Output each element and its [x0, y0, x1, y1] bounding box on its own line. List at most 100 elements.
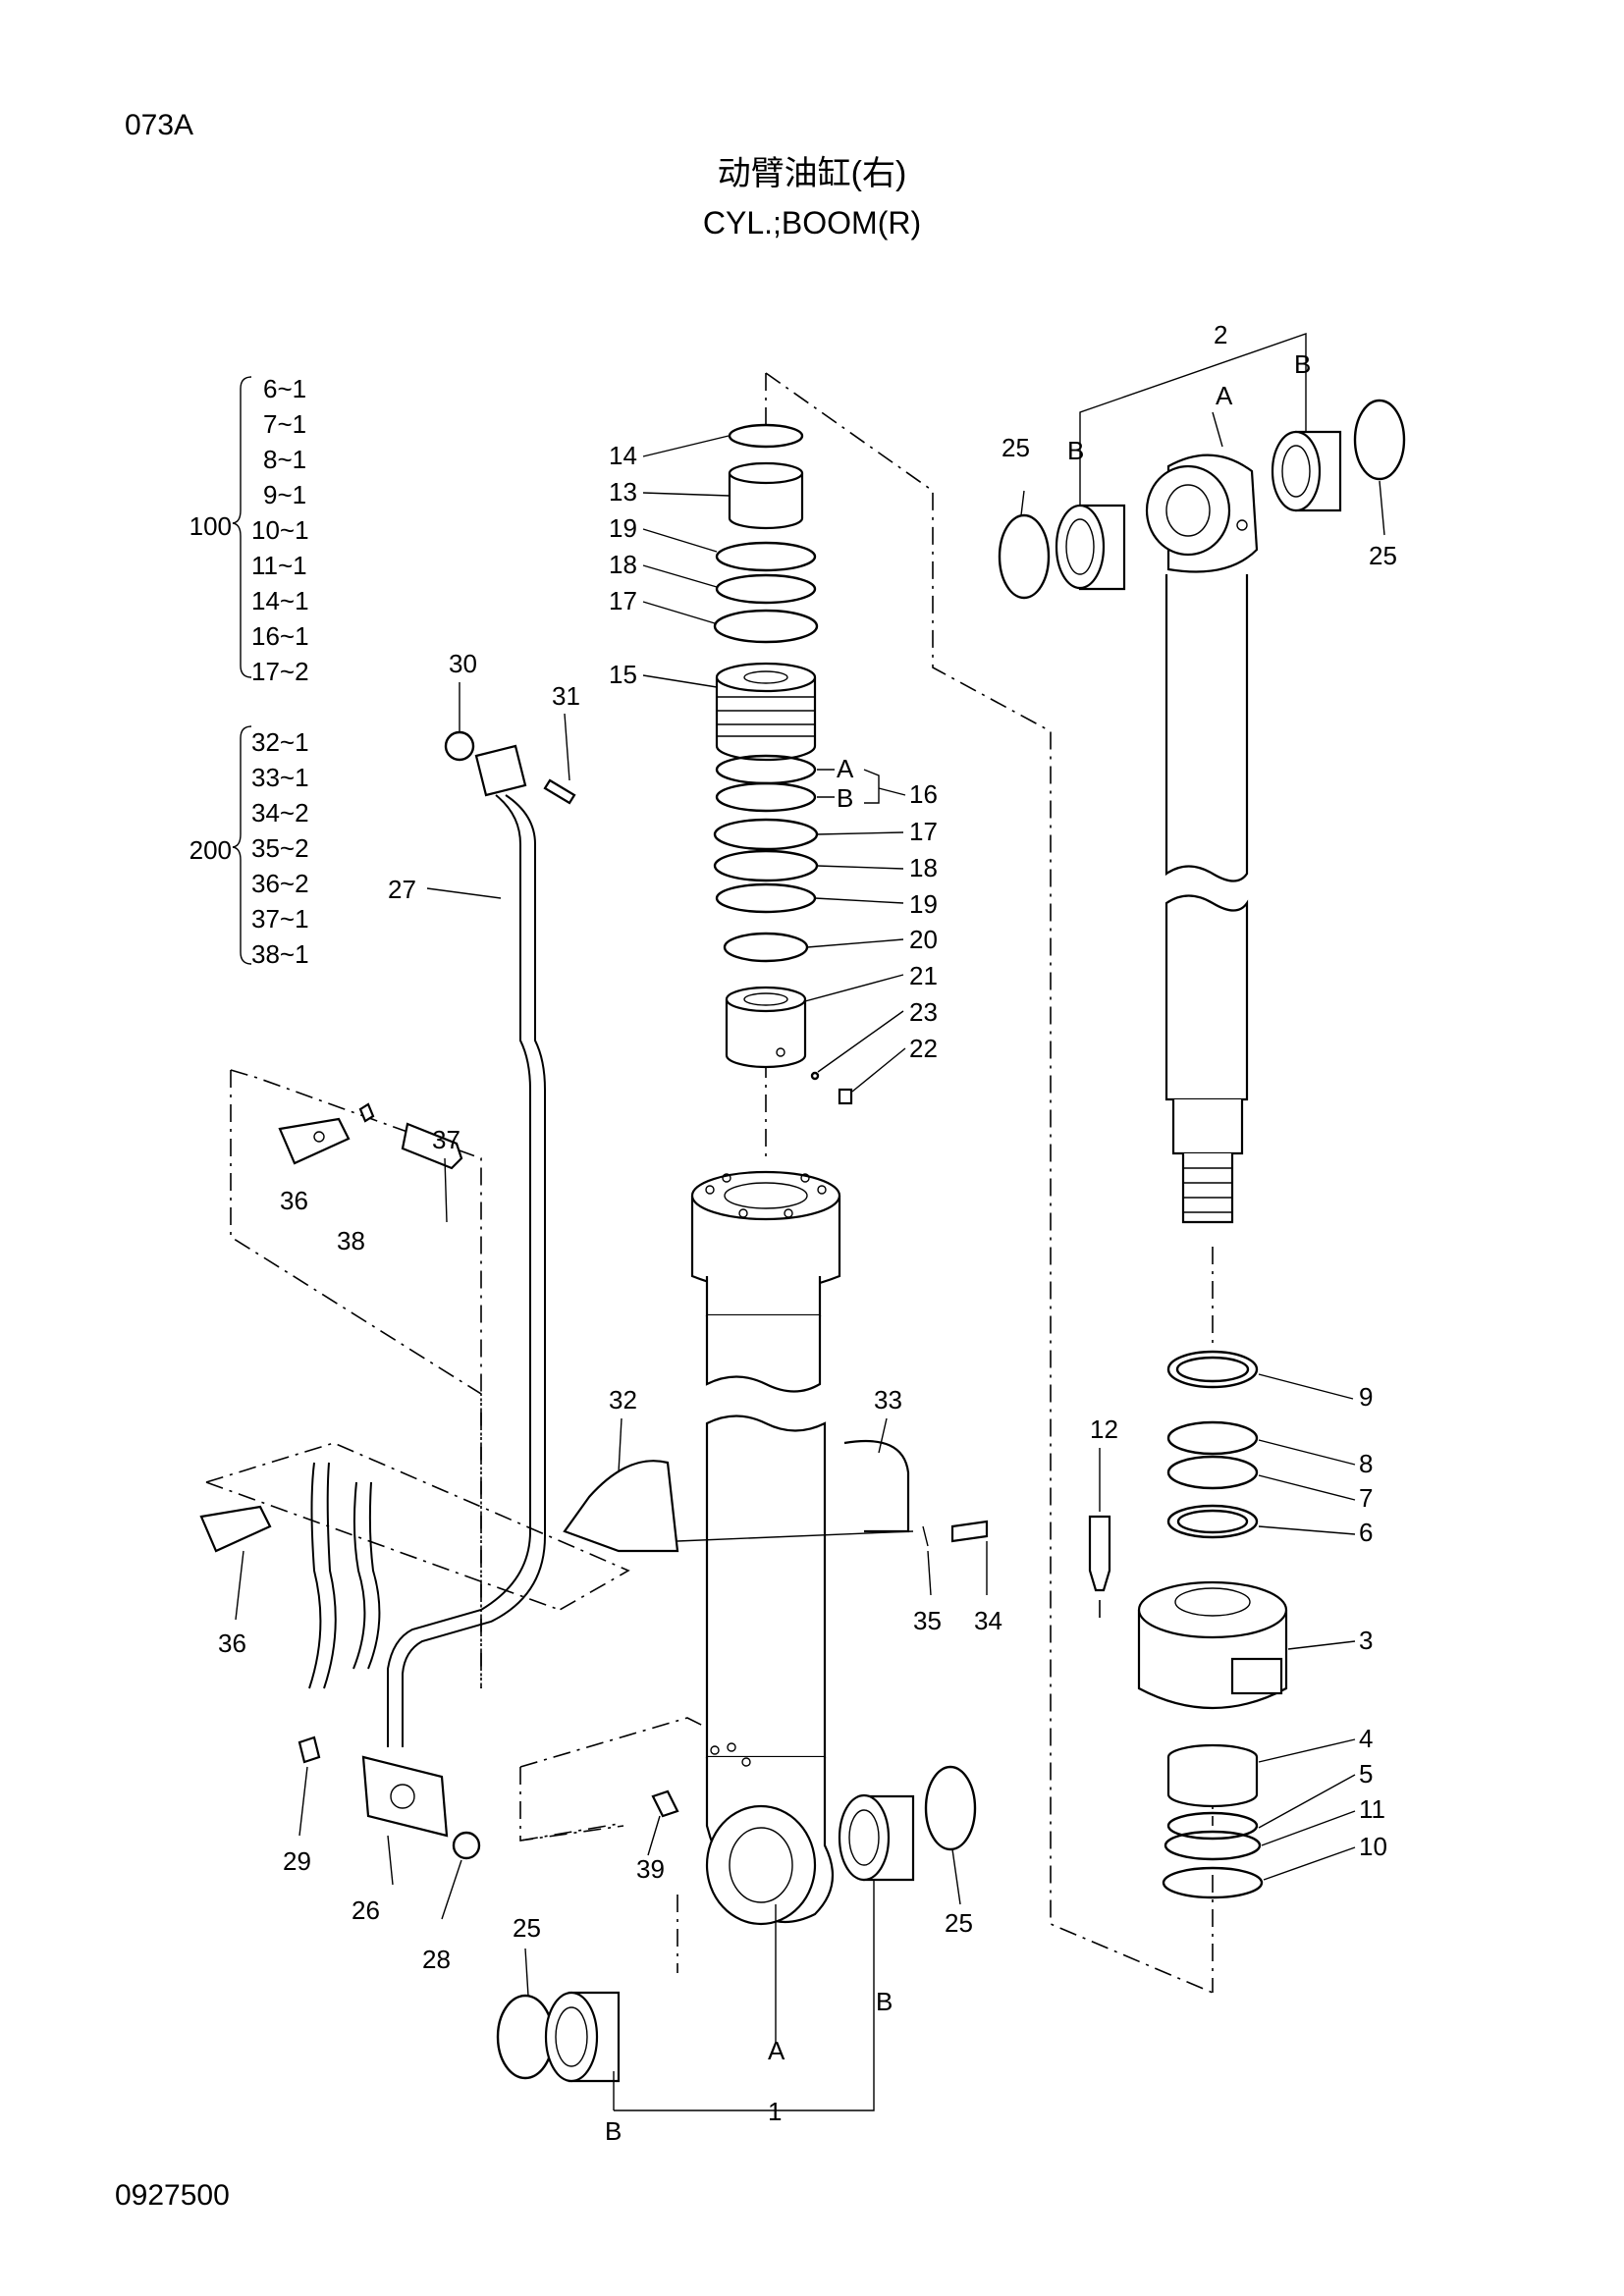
- kit-200-item: 37~1: [251, 904, 309, 934]
- kit-100-brace: [232, 376, 252, 678]
- callout: 36: [280, 1186, 308, 1215]
- callout: 31: [552, 681, 580, 711]
- ring-19-bottom: [715, 882, 817, 914]
- oring-30: [444, 730, 475, 762]
- callout: 11: [1359, 1794, 1385, 1824]
- callout: 15: [609, 660, 637, 689]
- callout: 27: [388, 875, 416, 904]
- ring-17-top: [713, 609, 819, 644]
- callout: 2: [1214, 320, 1227, 349]
- callout: 4: [1359, 1724, 1373, 1753]
- page-code: 073A: [125, 109, 193, 141]
- kit-100-item: 10~1: [251, 515, 309, 545]
- band-32: [563, 1460, 679, 1553]
- bolt-37: [401, 1122, 463, 1170]
- callout: 8: [1359, 1449, 1373, 1478]
- callout: 17: [909, 817, 938, 846]
- kit-100-item: 17~2: [251, 657, 309, 686]
- drawing-number: 0927500: [115, 2179, 230, 2212]
- callout: B: [605, 2116, 622, 2146]
- callout: B: [1067, 436, 1084, 465]
- kit-100-item: 14~1: [251, 586, 309, 615]
- callout: 30: [449, 649, 477, 678]
- callout: B: [837, 783, 853, 813]
- kit-100-list: 100 6~1 7~1 8~1 9~1 10~1 11~1 14~1 16~1 …: [189, 374, 309, 686]
- ring-5: [1166, 1811, 1259, 1841]
- callout: 37: [432, 1125, 460, 1154]
- kit-200-number: 200: [189, 835, 232, 865]
- ring-11: [1164, 1830, 1262, 1861]
- bolt-12: [1088, 1515, 1111, 1592]
- callout: 33: [874, 1385, 902, 1415]
- callout: 6: [1359, 1518, 1373, 1547]
- tube-body: [705, 1415, 827, 1759]
- ring-19-top: [715, 541, 817, 572]
- callout: 14: [609, 441, 637, 470]
- callout: 38: [337, 1226, 365, 1255]
- callout: 9: [1359, 1382, 1373, 1412]
- callout: 39: [636, 1854, 665, 1884]
- clamp-36-bottom: [199, 1505, 272, 1553]
- callout: 34: [974, 1606, 1002, 1635]
- callout: 13: [609, 477, 637, 507]
- screw-31: [543, 778, 576, 805]
- ring-16b: [715, 781, 817, 813]
- ball-23: [810, 1071, 820, 1081]
- ring-7: [1166, 1455, 1259, 1490]
- kit-200-item: 36~2: [251, 869, 309, 898]
- ring-18-bottom: [713, 849, 819, 882]
- kit-100-item: 11~1: [251, 551, 307, 580]
- hose-left: [308, 1462, 322, 1689]
- callout: 28: [422, 1945, 451, 1974]
- ring-14: [728, 423, 804, 449]
- kit-200-brace: [232, 725, 252, 965]
- band-33: [843, 1439, 910, 1533]
- callout: 22: [909, 1034, 938, 1063]
- title-chinese: 动臂油缸(右): [718, 155, 907, 192]
- hose-right: [352, 1481, 366, 1670]
- kit-200-list: 200 32~1 33~1 34~2 35~2 36~2 37~1 38~1: [189, 725, 309, 969]
- callout: 16: [909, 779, 938, 809]
- callout-labels: 14 13 19 18 17 15 A B 16 17 18 19 20 21 …: [218, 320, 1397, 2146]
- piston-rod: [998, 333, 1406, 1224]
- bushing-seal-25-left: [496, 1994, 555, 2080]
- kit-100-number: 100: [189, 511, 232, 541]
- callout: 10: [1359, 1832, 1387, 1861]
- callout: B: [1294, 349, 1311, 379]
- bushing-seal-25-right: [924, 1765, 977, 1851]
- kit-100-item: 8~1: [263, 445, 306, 474]
- callout: 17: [609, 586, 637, 615]
- cylinder-tube: [690, 1170, 841, 1926]
- callout: 23: [909, 997, 938, 1027]
- piston-15: [715, 677, 817, 762]
- title-english: CYL.;BOOM(R): [703, 205, 921, 240]
- leader-lines: [235, 435, 1385, 1997]
- tube-eye-bushings: [496, 1765, 977, 2111]
- washer-38: [358, 1102, 375, 1123]
- nut-21: [725, 999, 807, 1069]
- flange-26: [361, 1755, 449, 1838]
- ring-10: [1162, 1866, 1264, 1899]
- callout: 1: [768, 2097, 782, 2126]
- callout: 3: [1359, 1626, 1373, 1655]
- screw-29: [298, 1735, 321, 1764]
- callout: A: [1216, 381, 1233, 410]
- piston-seal-stack: [713, 423, 853, 1105]
- callout: 21: [909, 961, 938, 990]
- callout: 19: [909, 889, 938, 919]
- callout: 32: [609, 1385, 637, 1415]
- kit-200-item: 33~1: [251, 763, 309, 792]
- ring-6: [1166, 1504, 1259, 1539]
- callout: 18: [909, 853, 938, 882]
- callout: 35: [913, 1606, 942, 1635]
- bolt-34: [950, 1520, 989, 1543]
- ring-9: [1166, 1350, 1259, 1389]
- grease-fitting-39: [651, 1789, 679, 1818]
- callout: B: [876, 1987, 893, 2016]
- kit-200-item: 35~2: [251, 833, 309, 863]
- ring-8: [1166, 1420, 1259, 1456]
- kit-100-item: 9~1: [263, 480, 306, 509]
- pipe-27: [387, 794, 531, 1747]
- seal-25-rod-right: [1353, 399, 1406, 481]
- callout: 5: [1359, 1759, 1373, 1789]
